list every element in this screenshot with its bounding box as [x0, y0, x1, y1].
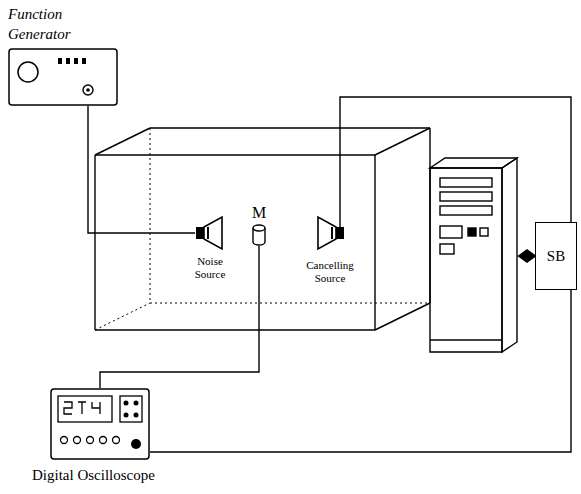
node-label: M — [248, 204, 270, 222]
device-symbol — [195, 215, 225, 251]
function-generator: Function Generator — [8, 4, 126, 106]
node-label: Noise Source — [185, 255, 235, 280]
sound-board-box: SB — [535, 222, 577, 290]
node-label: Cancelling Source — [290, 259, 370, 284]
signal-wire — [150, 290, 571, 452]
device-symbol — [251, 224, 267, 246]
cancelling-speaker: Cancelling Source — [290, 215, 370, 284]
oscilloscope: Digital Oscilloscope — [20, 388, 195, 484]
signal-wire — [88, 106, 195, 233]
node-label: Function Generator — [8, 4, 88, 44]
device-symbol — [8, 48, 118, 106]
noise-speaker: Noise Source — [185, 215, 235, 280]
device-symbol — [315, 215, 345, 251]
signal-wire — [100, 246, 259, 388]
device-symbol — [50, 388, 150, 460]
node-label: SB — [547, 247, 565, 265]
microphone: M — [248, 204, 270, 246]
node-label: Digital Oscilloscope — [20, 466, 195, 484]
